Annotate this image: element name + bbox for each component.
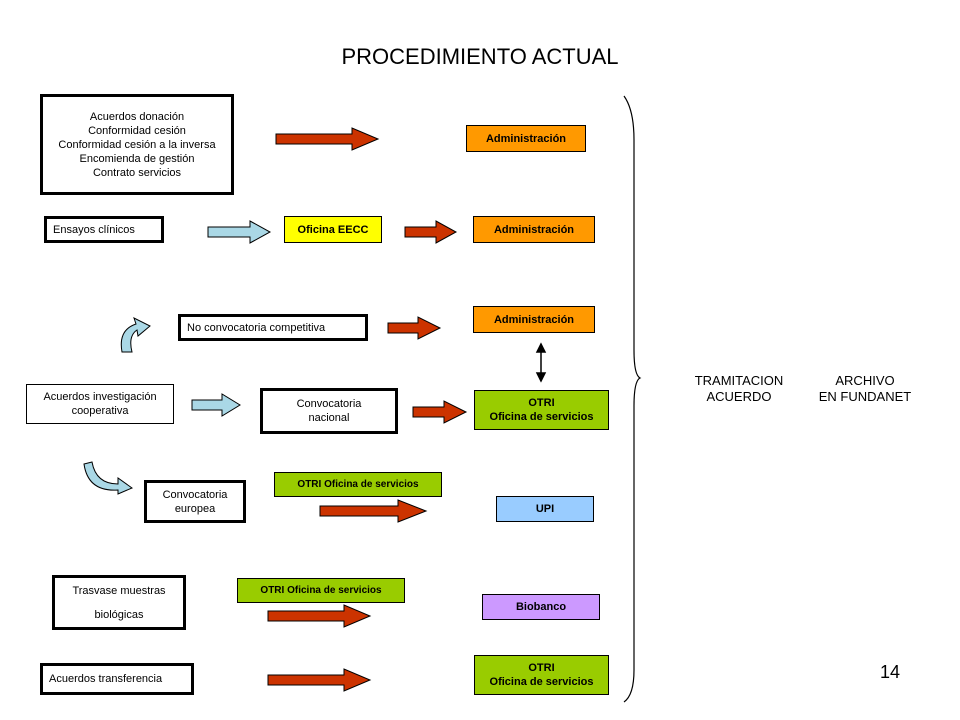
- red-arrow: [387, 316, 442, 340]
- curved-arrow-lower: [83, 461, 134, 495]
- agreement-line: Contrato servicios: [92, 166, 182, 179]
- curved-arrow-upper: [120, 317, 151, 353]
- oficina-eecc-label: Oficina EECC: [284, 216, 382, 243]
- agreement-line: Conformidad cesión: [88, 124, 186, 137]
- box-line: Convocatoria: [296, 398, 362, 410]
- red-arrow: [412, 400, 468, 424]
- administracion-label: Administración: [473, 216, 595, 243]
- double-arrow: [535, 342, 547, 383]
- light-arrow: [207, 220, 272, 244]
- page-title: PROCEDIMIENTO ACTUAL: [341, 44, 619, 69]
- agreement-line: Acuerdos donación: [89, 110, 185, 123]
- agreement-line: Encomienda de gestión: [79, 152, 195, 165]
- red-arrow: [319, 499, 428, 523]
- box-line: europea: [174, 502, 216, 515]
- otri-label: OTRI Oficina de servicios: [474, 390, 609, 430]
- otri-transfer-label: OTRI Oficina de servicios: [237, 578, 405, 603]
- red-arrow: [404, 220, 458, 244]
- non-competitive-box: No convocatoria competitiva: [178, 314, 368, 341]
- sample-transfer-box: Trasvase muestras biológicas: [52, 575, 186, 630]
- national-call-box: Convocatoria nacional: [260, 388, 398, 434]
- side-line: EN FUNDANET: [818, 389, 912, 404]
- upi-label: UPI: [496, 496, 594, 522]
- red-arrow: [267, 668, 372, 692]
- box-line: nacional: [308, 412, 350, 424]
- right-brace: [623, 95, 642, 703]
- box-line: Convocatoria: [162, 488, 228, 501]
- european-call-box: Convocatoria europea: [144, 480, 246, 523]
- side-line: ARCHIVO: [835, 373, 895, 388]
- box-line: Acuerdos investigación: [43, 391, 157, 403]
- transfer-agreements-box: Acuerdos transferencia: [40, 663, 194, 695]
- donation-agreements-box: Acuerdos donación Conformidad cesión Con…: [40, 94, 234, 195]
- box-line: Trasvase muestras: [72, 584, 166, 597]
- box-line: biológicas: [94, 608, 144, 621]
- label-line: Oficina de servicios: [489, 411, 594, 423]
- box-line: cooperativa: [71, 405, 129, 417]
- tramitacion-label: TRAMITACION ACUERDO: [664, 373, 814, 405]
- clinical-trials-box: Ensayos clínicos: [44, 216, 164, 243]
- cooperative-research-box: Acuerdos investigación cooperativa: [26, 384, 174, 424]
- side-line: TRAMITACION: [694, 373, 784, 388]
- biobanco-label: Biobanco: [482, 594, 600, 620]
- otri-european-label: OTRI Oficina de servicios: [274, 472, 442, 497]
- label-line: Oficina de servicios: [489, 676, 594, 688]
- administracion-label: Administración: [473, 306, 595, 333]
- side-line: ACUERDO: [706, 389, 772, 404]
- light-arrow: [191, 393, 241, 417]
- page-number: 14: [880, 662, 901, 682]
- archivo-label: ARCHIVO EN FUNDANET: [790, 373, 940, 405]
- red-arrow: [275, 127, 380, 151]
- agreement-line: Conformidad cesión a la inversa: [58, 138, 216, 151]
- otri-label: OTRI Oficina de servicios: [474, 655, 609, 695]
- red-arrow: [267, 604, 372, 628]
- label-line: OTRI: [528, 662, 555, 674]
- administracion-label: Administración: [466, 125, 586, 152]
- label-line: OTRI: [528, 397, 555, 409]
